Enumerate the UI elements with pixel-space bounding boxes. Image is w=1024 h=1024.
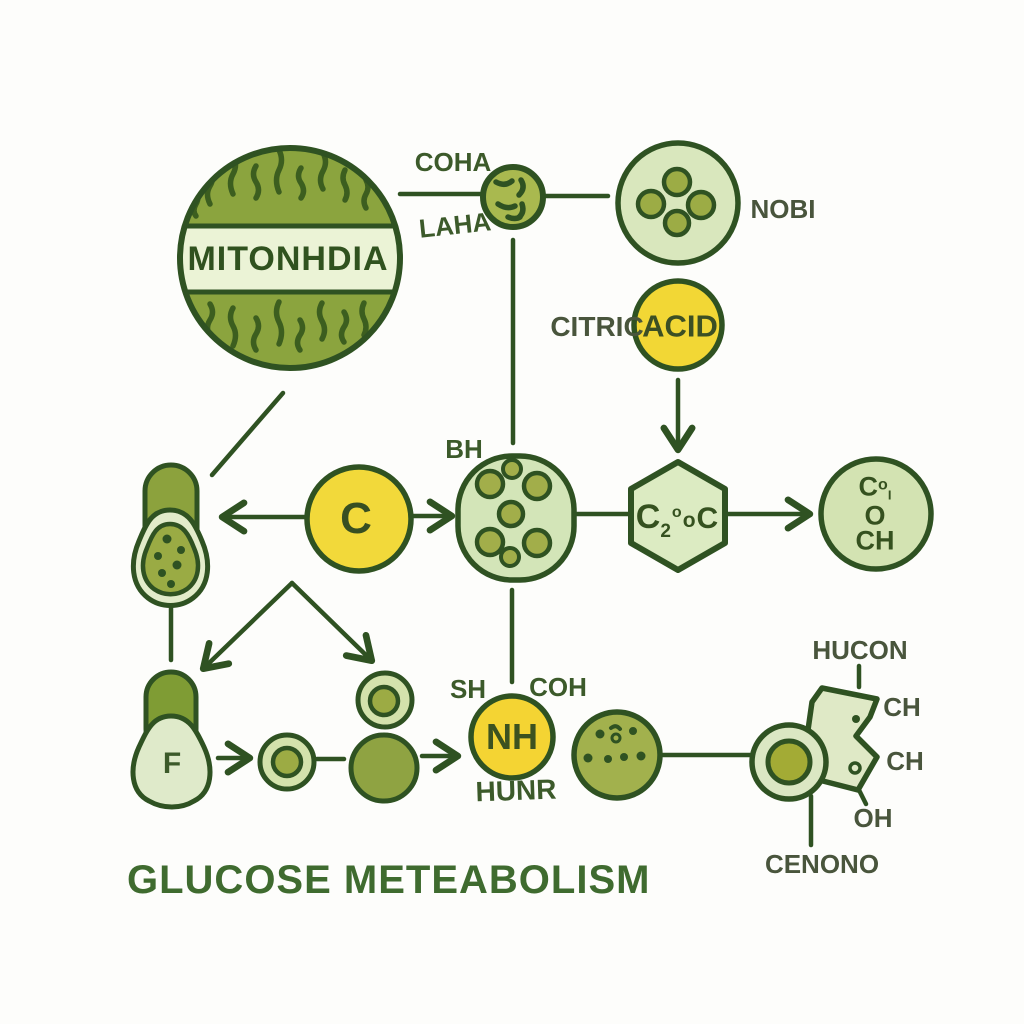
olive-circle-shape	[348, 732, 420, 804]
bh-label: BH	[445, 434, 483, 464]
vesicle-2-shape	[355, 670, 415, 730]
f-cell-shape	[130, 669, 213, 810]
f-cell-label: F	[162, 747, 182, 780]
citric-inside-label: ACID	[642, 308, 718, 344]
co2-line2: O	[864, 500, 886, 531]
nobi-cell-shape	[615, 140, 741, 266]
molecule-bottom-label: CENONO	[764, 849, 880, 879]
nh-bottom-label: HUNR	[475, 773, 557, 808]
cristae-squiggles	[191, 148, 371, 353]
co2-sup-o: o	[878, 476, 888, 494]
nh-right-label: COH	[529, 672, 587, 702]
granule-squiggles	[493, 177, 526, 222]
hex-c2: C	[696, 502, 719, 535]
hex-mid: o	[682, 509, 696, 532]
molecule-shape	[749, 685, 880, 802]
co2-formula: CoI O CH	[855, 471, 895, 556]
capsule-organelle-shape	[130, 462, 211, 608]
nh-left-label: SH	[449, 674, 487, 704]
arrow-down-right	[289, 580, 376, 665]
diagram-title: GLUCOSE METEABOLISM	[127, 858, 651, 902]
granule-bottom-label: LAHA	[417, 206, 493, 244]
co2-sub-i: I	[887, 487, 892, 503]
dotted-cell-shape	[571, 709, 663, 801]
nobi-label: NOBI	[750, 194, 816, 224]
hexagon-shape	[628, 459, 728, 573]
co2-line3: CH	[855, 525, 895, 556]
hex-sup: o	[671, 504, 682, 521]
molecule-top-label: HUCON	[812, 635, 908, 665]
bh-oval-shape	[455, 453, 577, 583]
molecule-ch-lower-label: CH	[886, 746, 924, 776]
mitochondria-label: MITONHDIA	[187, 240, 389, 278]
c-circle-label: C	[340, 494, 372, 543]
hex-c1: C	[635, 498, 661, 536]
co2-line1: CoI	[856, 471, 895, 504]
citric-acid-circle	[631, 278, 725, 372]
nh-circle-shape	[468, 693, 556, 781]
arrow-down-left	[199, 580, 295, 673]
nh-label: NH	[486, 716, 538, 757]
c-circle-shape	[304, 464, 414, 574]
connector-lines	[168, 191, 869, 848]
mitochondria-shape	[177, 145, 403, 371]
co2-c: C	[858, 471, 879, 502]
hexagon-formula: C2ooC	[635, 498, 719, 541]
molecule-oh-label: OH	[853, 803, 893, 833]
granule-shape	[480, 164, 546, 230]
line-mito-capsule	[209, 390, 286, 478]
organelle-dots	[154, 534, 185, 588]
hex-sub: 2	[660, 521, 671, 542]
molecule-ch-upper-label: CH	[883, 692, 921, 722]
vesicle-1-shape	[257, 732, 317, 792]
citric-outside-label: CITRIC	[550, 311, 644, 342]
co2-circle-shape	[818, 456, 934, 572]
granule-top-label: COHA	[414, 147, 492, 177]
